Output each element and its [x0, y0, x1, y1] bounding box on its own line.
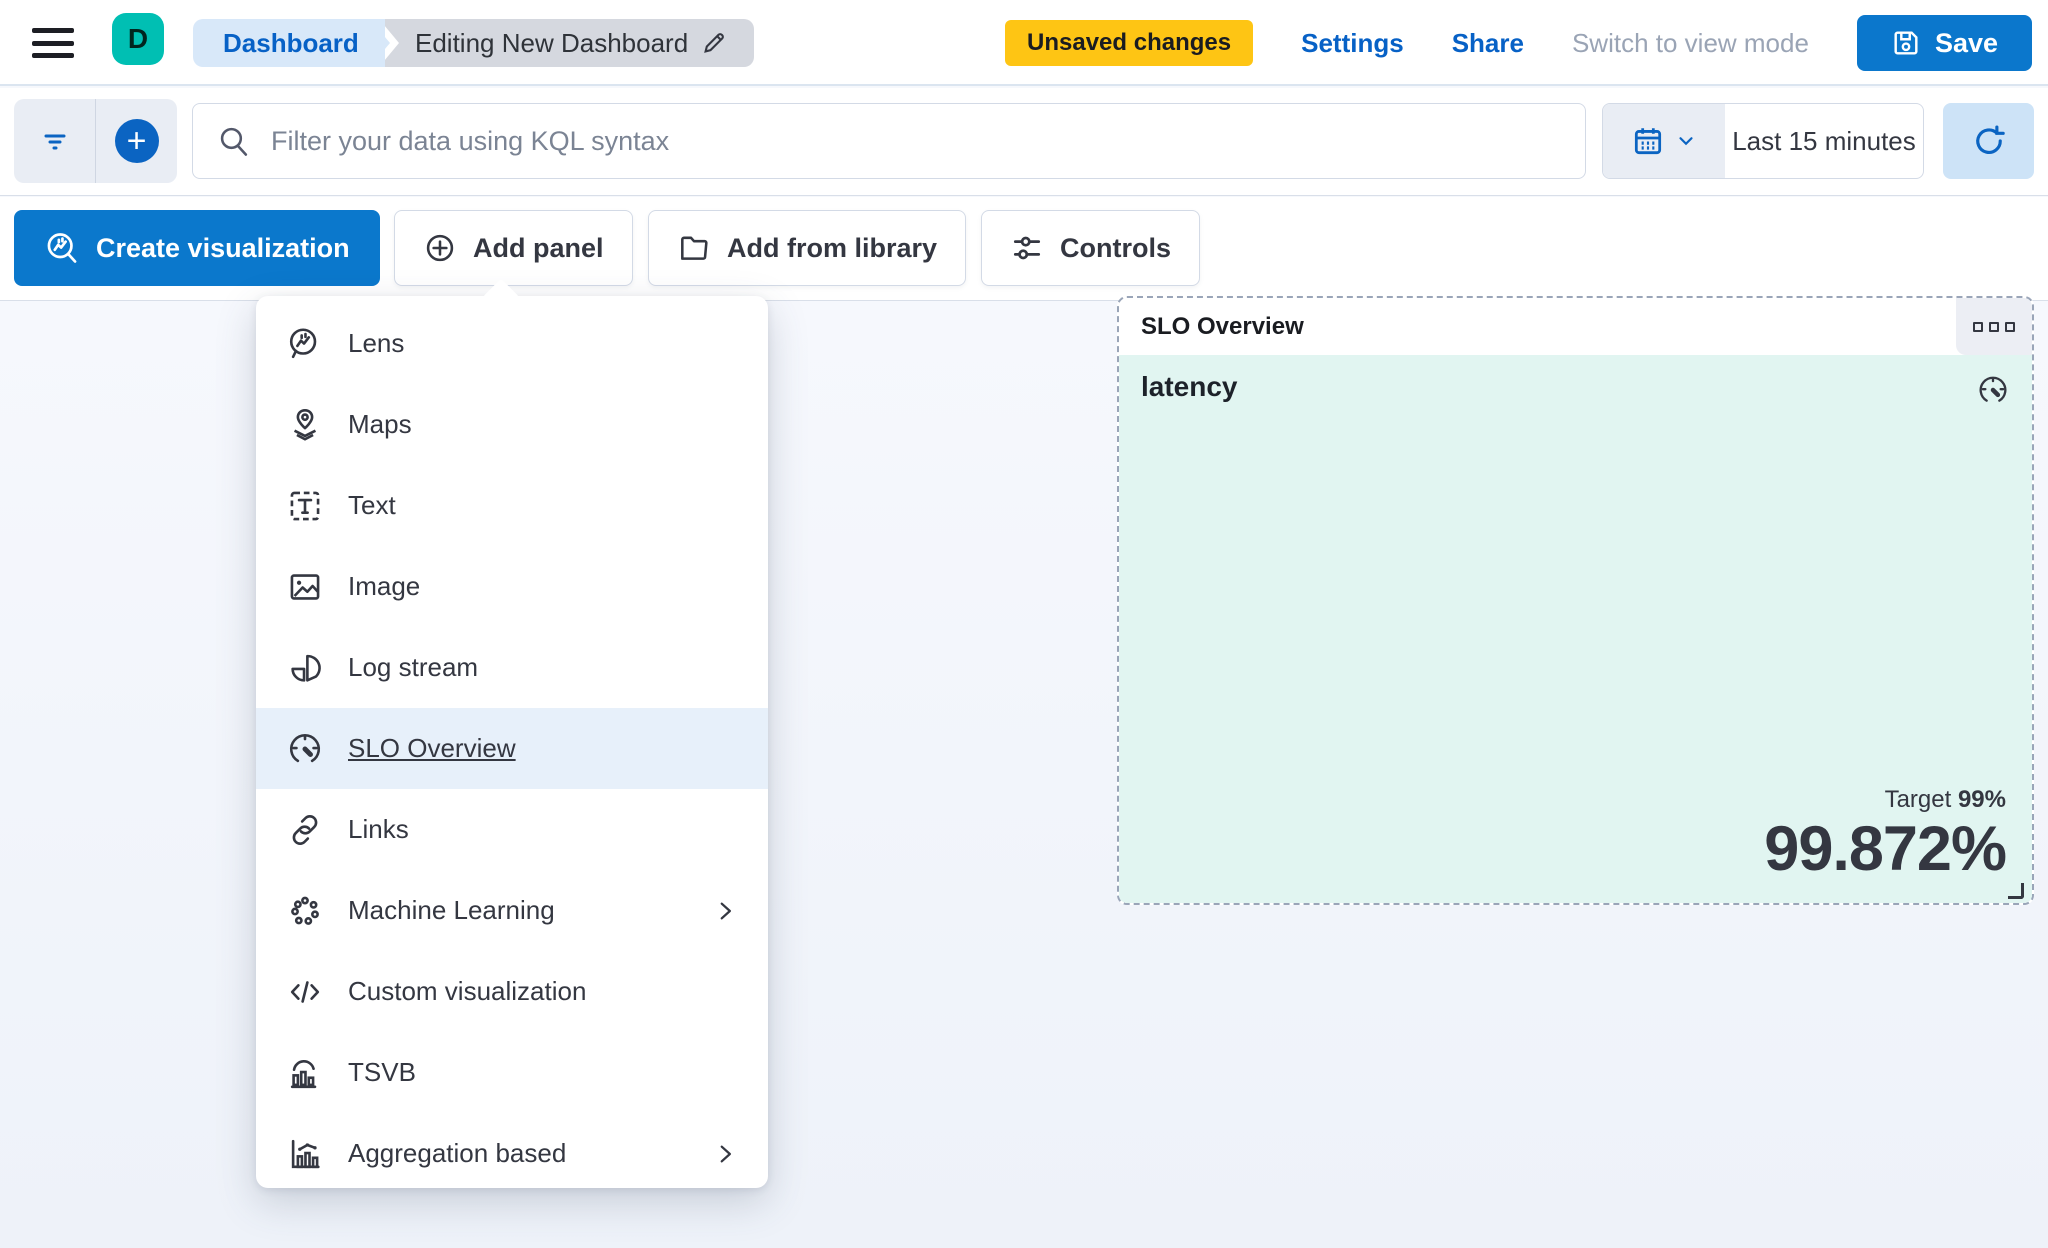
menu-item-maps[interactable]: Maps: [256, 384, 768, 465]
menu-item-custom-visualization[interactable]: Custom visualization: [256, 951, 768, 1032]
image-icon: [286, 568, 324, 606]
switch-to-view-mode-link[interactable]: Switch to view mode: [1571, 27, 1809, 58]
slo-target: Target 99%: [1884, 786, 2006, 814]
chevron-down-icon: [1675, 130, 1697, 152]
menu-item-machine-learning[interactable]: Machine Learning: [256, 870, 768, 951]
add-panel-button[interactable]: Add panel: [394, 210, 633, 286]
time-range-value[interactable]: Last 15 minutes: [1732, 125, 1916, 156]
code-icon: [286, 973, 324, 1011]
menu-item-tsvb[interactable]: TSVB: [256, 1032, 768, 1113]
panel-options-button[interactable]: [1956, 298, 2032, 355]
panel-title: SLO Overview: [1141, 312, 1304, 340]
menu-item-image[interactable]: Image: [256, 546, 768, 627]
search-icon: [217, 124, 251, 158]
log-stream-icon: [286, 649, 324, 687]
slo-figures: Target 99% 99.872%: [1764, 786, 2007, 885]
slo-target-value: 99%: [1957, 786, 2006, 814]
panel-header: SLO Overview: [1119, 298, 2032, 355]
slo-name: latency: [1141, 371, 1238, 402]
gauge-icon: [286, 730, 324, 768]
controls-sliders-icon: [1010, 231, 1044, 265]
unsaved-changes-badge: Unsaved changes: [1005, 20, 1254, 66]
menu-hamburger-icon[interactable]: [32, 28, 74, 58]
aggregation-icon: [286, 1135, 324, 1173]
tsvb-icon: [286, 1054, 324, 1092]
menu-item-aggregation-based[interactable]: Aggregation based: [256, 1113, 768, 1194]
save-floppy-icon: [1891, 28, 1921, 58]
slo-sli-value: 99.872%: [1764, 814, 2007, 885]
folder-icon: [677, 231, 711, 265]
refresh-button[interactable]: [1943, 103, 2034, 179]
save-button[interactable]: Save: [1856, 15, 2032, 71]
calendar-icon: [1631, 124, 1665, 158]
menu-item-text[interactable]: Text: [256, 465, 768, 546]
maps-icon: [286, 406, 324, 444]
filter-icon: [39, 125, 71, 157]
create-visualization-button[interactable]: Create visualization: [14, 210, 380, 286]
plus-in-circle-icon: [423, 231, 457, 265]
plus-circle-icon: +: [114, 119, 159, 163]
kql-search-box[interactable]: [192, 103, 1586, 179]
menu-item-slo-overview[interactable]: SLO Overview: [256, 708, 768, 789]
menu-item-lens[interactable]: Lens: [256, 303, 768, 384]
lens-icon: [286, 325, 324, 363]
share-link[interactable]: Share: [1451, 27, 1524, 58]
chevron-right-icon: [712, 1141, 738, 1167]
chevron-right-icon: [712, 898, 738, 924]
gauge-icon: [1976, 373, 2010, 407]
filter-menu-button[interactable]: [14, 99, 96, 183]
date-quick-select-button[interactable]: [1603, 104, 1725, 178]
add-filter-button[interactable]: +: [96, 99, 177, 183]
slo-panel-body: latency Target 99% 99.872%: [1119, 355, 2032, 903]
breadcrumb-dashboard[interactable]: Dashboard: [193, 19, 385, 67]
header-actions: Unsaved changes Settings Share Switch to…: [1005, 0, 2032, 86]
add-from-library-button[interactable]: Add from library: [648, 210, 967, 286]
panel-resize-handle[interactable]: [2008, 883, 2024, 899]
slo-overview-panel: SLO Overview latency Target 99% 99.872%: [1117, 296, 2034, 905]
breadcrumb-arrow: [370, 19, 390, 67]
dashboard-toolbar: Create visualization Add panel Add from …: [0, 197, 2048, 300]
link-icon: [286, 811, 324, 849]
boxes-horizontal-icon: [1973, 321, 1983, 332]
lens-icon: [44, 230, 80, 266]
top-header-bar: D Editing New Dashboard Dashboard Unsave…: [0, 0, 2048, 86]
time-range-picker: Last 15 minutes: [1602, 103, 1924, 179]
space-avatar[interactable]: D: [112, 13, 164, 65]
kql-search-input[interactable]: [271, 125, 1561, 157]
pencil-icon: [700, 29, 728, 57]
refresh-icon: [1971, 123, 2007, 159]
add-panel-menu: Lens Maps Text: [256, 278, 768, 1188]
filter-button-group: +: [14, 99, 177, 183]
menu-item-log-stream[interactable]: Log stream: [256, 627, 768, 708]
text-icon: [286, 487, 324, 525]
breadcrumb-current[interactable]: Editing New Dashboard: [373, 19, 755, 67]
machine-learning-icon: [286, 892, 324, 930]
query-bar: +: [0, 88, 2048, 196]
menu-item-links[interactable]: Links: [256, 789, 768, 870]
settings-link[interactable]: Settings: [1301, 27, 1404, 58]
controls-button[interactable]: Controls: [981, 210, 1200, 286]
